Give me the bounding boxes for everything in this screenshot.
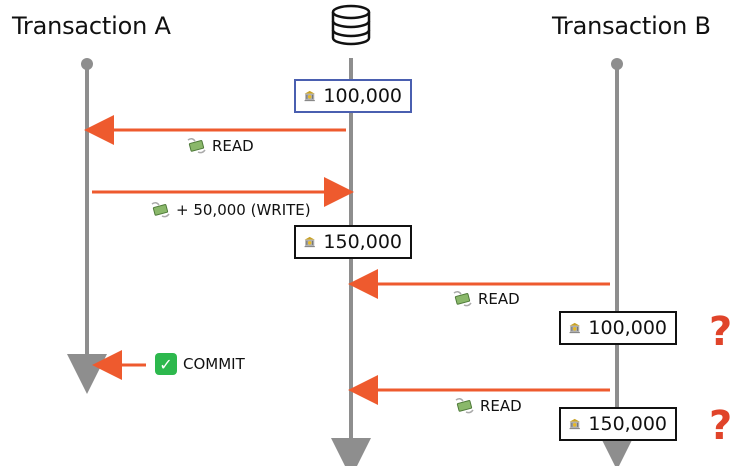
b-second-read-value: 150,000 xyxy=(588,413,667,435)
bank-icon xyxy=(304,90,315,102)
commit-label: ✓ COMMIT xyxy=(155,353,245,375)
check-mark-icon: ✓ xyxy=(155,353,177,375)
a-read-text: READ xyxy=(212,137,254,155)
transaction-b-title: Transaction B xyxy=(552,12,711,40)
b-read-2-label: READ xyxy=(454,397,522,415)
money-with-wings-icon xyxy=(187,137,206,154)
b-first-read-value: 100,000 xyxy=(588,317,667,339)
timeline-b xyxy=(597,58,637,466)
commit-text: COMMIT xyxy=(183,355,245,373)
money-with-wings-icon xyxy=(455,397,474,414)
a-read-label: READ xyxy=(186,137,254,155)
after-write-balance-box: 150,000 xyxy=(294,225,412,259)
initial-balance-value: 100,000 xyxy=(323,85,402,107)
bank-icon xyxy=(304,236,315,248)
b-first-read-box: 100,000 xyxy=(559,311,677,345)
money-with-wings-icon xyxy=(453,290,472,307)
transaction-a-title: Transaction A xyxy=(12,12,171,40)
b-read-1-text: READ xyxy=(478,290,520,308)
anomaly-question-mark-2: ? xyxy=(709,403,733,449)
b-read-2-text: READ xyxy=(480,397,522,415)
initial-balance-box: 100,000 xyxy=(294,79,412,113)
a-write-label: + 50,000 (WRITE) xyxy=(150,201,311,219)
money-with-wings-icon xyxy=(151,201,170,218)
timeline-a xyxy=(67,58,107,394)
a-write-text: + 50,000 (WRITE) xyxy=(176,201,311,219)
b-read-1-label: READ xyxy=(452,290,520,308)
anomaly-question-mark-1: ? xyxy=(709,309,733,355)
database-icon xyxy=(331,4,371,46)
after-write-balance-value: 150,000 xyxy=(323,231,402,253)
bank-icon xyxy=(569,418,580,430)
b-second-read-box: 150,000 xyxy=(559,407,677,441)
bank-icon xyxy=(569,322,580,334)
